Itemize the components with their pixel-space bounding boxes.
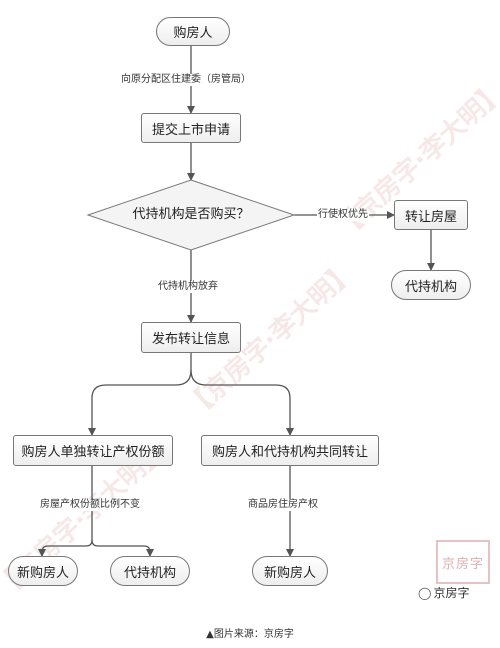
source-credit: ◯京房字 — [418, 584, 469, 601]
edge-publish-to-joint — [190, 369, 294, 436]
decision-diamond — [86, 179, 296, 251]
edge-label-apply-to: 向原分配区住建委（房管局） — [120, 74, 252, 86]
node-publish: 发布转让信息 — [141, 322, 241, 353]
wechat-icon: ◯ — [418, 586, 432, 600]
node-new-buyer-b: 新购房人 — [252, 556, 328, 586]
node-transfer-house: 转让房屋 — [394, 200, 468, 230]
node-new-buyer-a: 新购房人 — [8, 556, 78, 586]
node-agency-a: 代持机构 — [391, 270, 471, 300]
edge-label-commercial: 商品房住房产权 — [247, 499, 319, 511]
edge-label-waive: 代持机构放弃 — [157, 281, 219, 293]
node-decision-label: 代持机构是否购买？ — [132, 207, 250, 222]
seal-stamp-text: 京房字 — [441, 556, 484, 572]
node-submit: 提交上市申请 — [141, 113, 241, 143]
node-agency-b: 代持机构 — [110, 556, 190, 586]
edge-alone-to-newbuyer — [38, 466, 93, 557]
edge-alone-to-agency — [91, 539, 154, 557]
edge-label-priority: 行使权优先 — [317, 209, 369, 221]
edge-label-ratio: 房屋产权份额比例不变 — [39, 499, 141, 511]
node-buyer-alone: 购房人单独转让产权份额 — [13, 435, 173, 466]
edge-publish-to-branches — [88, 353, 192, 436]
credit-text: 京房字 — [433, 586, 470, 600]
image-caption: ▲图片来源：京房字 — [206, 629, 294, 640]
seal-stamp: 京房字 — [436, 540, 490, 584]
node-buyer-joint: 购房人和代持机构共同转让 — [201, 435, 379, 466]
node-buyer: 购房人 — [156, 17, 230, 46]
